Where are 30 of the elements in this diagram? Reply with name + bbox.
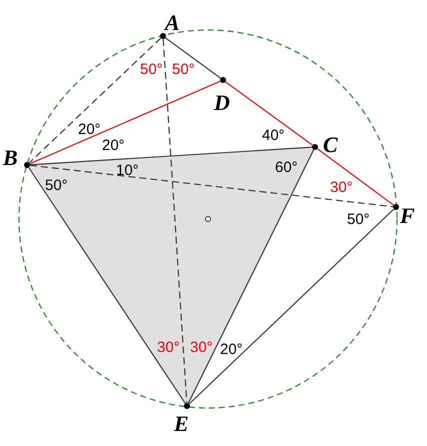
angle-label: 30° (157, 340, 180, 356)
angle-label: 20° (220, 342, 243, 358)
angle-label: 50° (172, 62, 195, 78)
line-segment (30, 146, 312, 166)
line-segment (225, 81, 313, 146)
angle-label: 30° (190, 340, 213, 356)
point-label: F (400, 205, 415, 227)
angle-label: 20° (102, 138, 125, 154)
angle-label: 10° (116, 163, 139, 179)
angle-label: 50° (45, 178, 68, 194)
point-label: B (3, 147, 18, 169)
line-segment (188, 208, 394, 404)
point-label: E (174, 413, 189, 435)
angle-label: 40° (262, 128, 285, 144)
point-label: A (165, 12, 180, 34)
angle-label: 60° (275, 160, 298, 176)
point-label: C (323, 134, 338, 156)
line-segment (28, 38, 162, 164)
line-segment (317, 148, 394, 206)
angle-label: 50° (347, 212, 370, 228)
angle-label: 30° (330, 180, 353, 196)
line-segment (165, 37, 221, 79)
angle-label: 20° (78, 122, 101, 138)
line-segment (162, 38, 188, 404)
line-segment (30, 80, 220, 164)
point-label: D (214, 92, 230, 114)
line-segment (28, 167, 186, 404)
line-segment (188, 149, 314, 404)
angle-label: 50° (140, 62, 163, 78)
line-segment (30, 164, 394, 208)
